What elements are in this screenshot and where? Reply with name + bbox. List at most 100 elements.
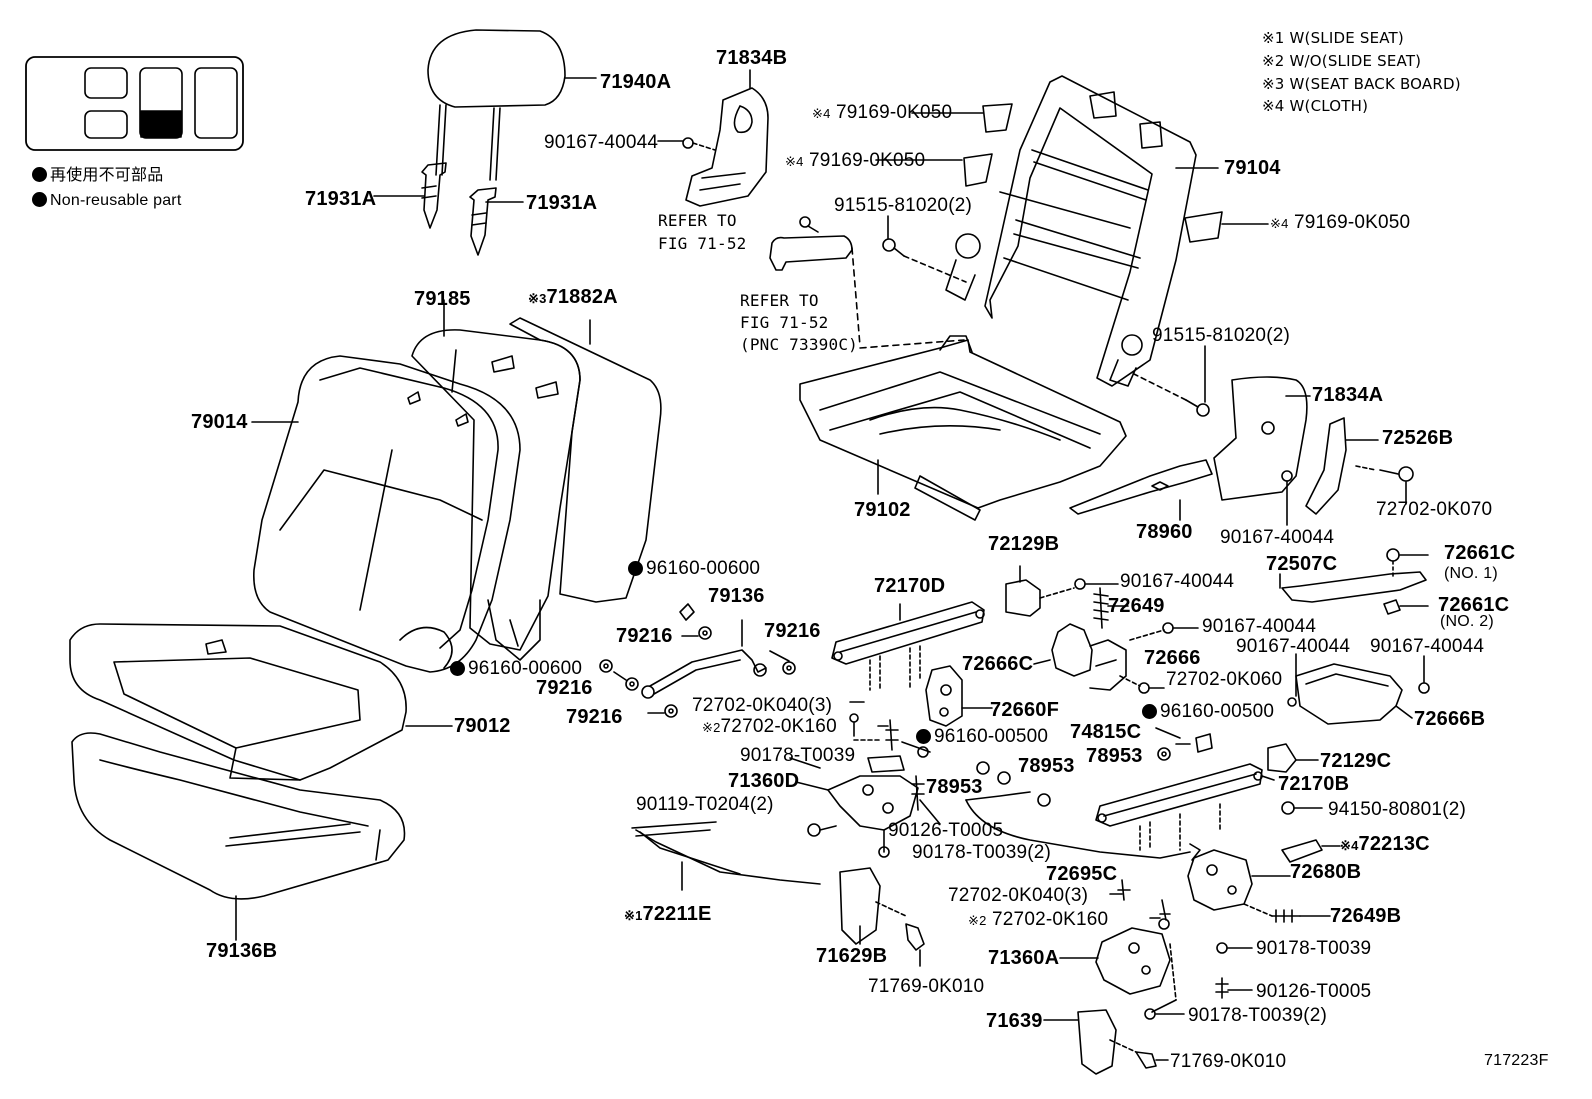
label-text: 72702-0K160 — [720, 716, 837, 737]
label-90126-T0005: 90126-T0005 — [888, 820, 1004, 841]
label-79014: 79014 — [191, 411, 248, 433]
note-1: ※1 W(SLIDE SEAT) — [1262, 29, 1404, 47]
label-72702-0K070: 72702-0K070 — [1376, 499, 1493, 520]
label-90167-40044: 90167-40044 — [1202, 616, 1317, 637]
label-90178-T0039: 90178-T0039(2) — [1188, 1005, 1328, 1026]
label-72702-0K060: 72702-0K060 — [1166, 669, 1283, 690]
label-90119-T0204: 90119-T0204(2) — [636, 794, 774, 815]
label-71360D: 71360D — [728, 770, 800, 792]
label-71834B: 71834B — [716, 47, 788, 69]
label-90178-T0039: 90178-T0039 — [740, 745, 856, 766]
note-mark: ※3 — [528, 291, 547, 306]
label-96160-00500: 96160-00500 — [1142, 702, 1274, 721]
headrest — [427, 29, 597, 181]
label-72170B: 72170B — [1278, 773, 1350, 795]
label-90167-40044: 90167-40044 — [1120, 571, 1235, 592]
label-72507C: 72507C — [1266, 553, 1338, 575]
non-reusable-dot-icon — [32, 167, 47, 182]
label-72661C: 72661C — [1438, 594, 1510, 616]
legend-icon — [25, 56, 244, 151]
label-72702-0K040: 72702-0K040(3) — [692, 695, 833, 716]
seat-back-pad — [411, 299, 581, 651]
label-72661C: 72661C — [1444, 542, 1516, 564]
seat-side-cover — [1305, 417, 1414, 515]
label-91515-81020: 91515-81020(2) — [834, 195, 973, 216]
legend-non-reusable-en: Non-reusable part — [32, 192, 181, 209]
label-72666: 72666 — [1144, 647, 1201, 669]
label-71769-0K010: 71769-0K010 — [1170, 1051, 1287, 1072]
label-91515-81020: 91515-81020(2) — [1152, 325, 1291, 346]
label-90167-40044: 90167-40044 — [1370, 636, 1485, 657]
hinge-cover-left — [839, 867, 925, 967]
label-71940A: 71940A — [600, 71, 672, 93]
label-79136B: 79136B — [206, 940, 278, 962]
label-71834A: 71834A — [1312, 384, 1384, 406]
label-72702-0K160: ※2 72702-0K160 — [968, 910, 1108, 929]
seat-cushion-cover — [71, 732, 406, 941]
label-text: 79169-0K050 — [836, 102, 953, 123]
seat-hinge-right — [1059, 879, 1177, 1013]
nut — [1281, 801, 1323, 815]
label-71769-0K010: 71769-0K010 — [868, 976, 985, 997]
seat-back-cover — [251, 355, 541, 673]
label-72211E: ※172211E — [624, 904, 712, 924]
label-79185: 79185 — [414, 288, 471, 310]
label-72649: 72649 — [1108, 595, 1165, 617]
label-90167-40044: 90167-40044 — [544, 132, 659, 153]
seat-lock-right — [1187, 849, 1331, 923]
non-reusable-dot-icon — [628, 561, 643, 576]
note-mark: ※2 — [968, 913, 987, 928]
label-72661C-sub: (NO. 2) — [1440, 613, 1494, 630]
note-mark: ※4 — [812, 106, 831, 121]
hinge-link — [769, 235, 861, 347]
label-96160-00500: 96160-00500 — [916, 727, 1048, 746]
label-74815C: 74815C — [1070, 721, 1142, 743]
non-reusable-dot-icon — [450, 661, 465, 676]
label-79216: 79216 — [536, 677, 593, 699]
bolt-small — [1119, 622, 1199, 694]
non-reusable-dot-icon — [1142, 704, 1157, 719]
label-72695C: 72695C — [1046, 863, 1118, 885]
note-mark: ※4 — [1340, 838, 1359, 853]
hinge-cover-right — [1043, 1009, 1169, 1075]
label-72170D: 72170D — [874, 575, 946, 597]
label-79012: 79012 — [454, 715, 511, 737]
label-72680B: 72680B — [1290, 861, 1362, 883]
label-78953: 78953 — [926, 776, 983, 798]
nut-nonreusable — [849, 713, 929, 758]
label-text: 96160-00600 — [468, 658, 583, 679]
rail-cover-upper — [1005, 565, 1119, 617]
seat-lock — [925, 665, 993, 727]
refer-a-line2: FIG 71-52 — [658, 234, 747, 253]
note-3: ※3 W(SEAT BACK BOARD) — [1262, 75, 1461, 93]
label-72649B: 72649B — [1330, 905, 1402, 927]
label-text: 96160-00500 — [1160, 701, 1275, 722]
label-79136: 79136 — [708, 585, 765, 607]
label-79216: 79216 — [566, 706, 623, 728]
label-79169-0K050: ※4 79169-0K050 — [1270, 213, 1410, 232]
note-2: ※2 W/O(SLIDE SEAT) — [1262, 52, 1422, 70]
seat-back-board — [491, 317, 662, 603]
label-79216: 79216 — [616, 625, 673, 647]
label-72702-0K160: ※272702-0K160 — [702, 717, 837, 736]
label-72213C: ※472213C — [1340, 834, 1430, 854]
legend-text-ja: 再使用不可部品 — [50, 167, 164, 184]
label-text: 72702-0K160 — [992, 909, 1109, 930]
seat-rail-left — [831, 601, 985, 691]
release-wire — [631, 821, 821, 891]
refer-b-line3: (PNC 73390C) — [740, 335, 858, 354]
label-text: 72211E — [642, 903, 712, 925]
seat-hinge-left — [795, 755, 941, 858]
label-79104: 79104 — [1224, 157, 1281, 179]
label-71931A: 71931A — [526, 192, 598, 214]
label-72129C: 72129C — [1320, 750, 1392, 772]
seat-lock-cover — [1033, 623, 1127, 691]
note-mark: ※1 — [624, 908, 643, 923]
label-90178-T0039: 90178-T0039(2) — [912, 842, 1052, 863]
label-72526B: 72526B — [1382, 427, 1454, 449]
seat-back-frame — [945, 75, 1219, 387]
seat-back-cover-lower — [1213, 376, 1311, 526]
label-72660F: 72660F — [990, 699, 1060, 721]
label-71639: 71639 — [986, 1010, 1043, 1032]
label-90178-T0039: 90178-T0039 — [1256, 938, 1372, 959]
